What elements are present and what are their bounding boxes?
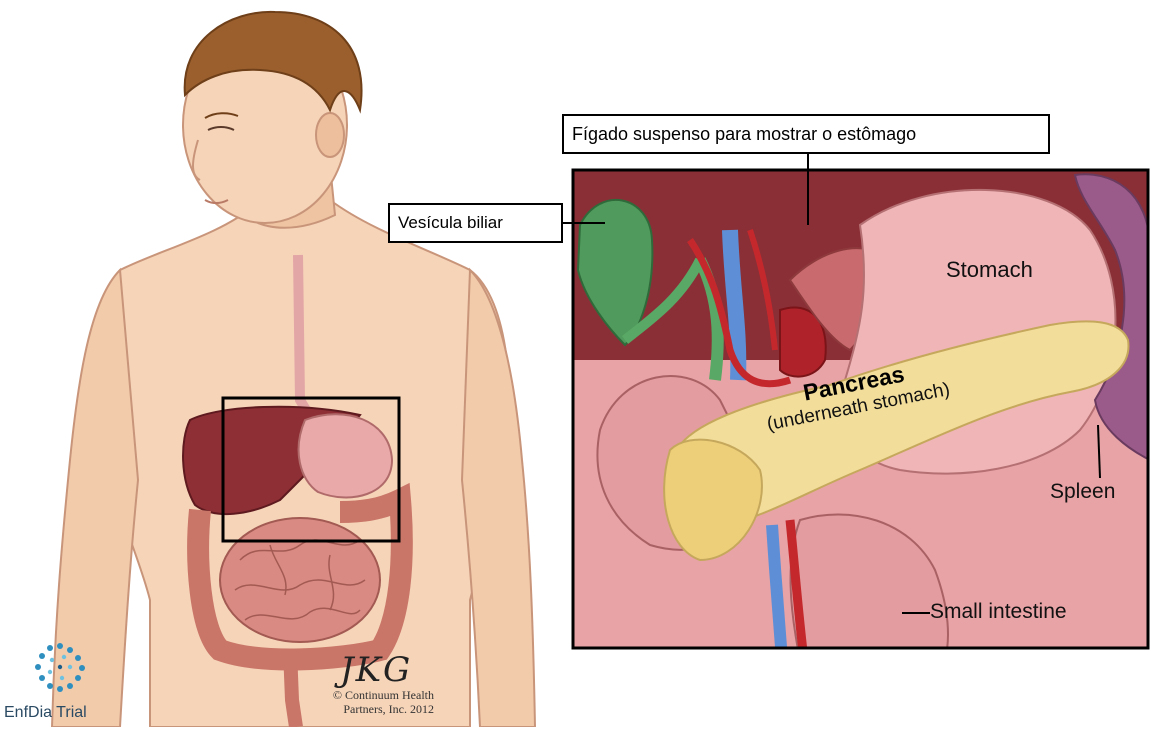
- liver-suspended-label: Fígado suspenso para mostrar o estômago: [562, 114, 1050, 154]
- copyright-credit: © Continuum Health Partners, Inc. 2012: [318, 688, 434, 716]
- rectum: [290, 650, 296, 727]
- small-intestine-mass: [220, 518, 380, 642]
- right-arm: [462, 270, 535, 727]
- spleen-label: Spleen: [1050, 480, 1115, 504]
- gallbladder-label: Vesícula biliar: [388, 203, 563, 243]
- enfdia-logo-text: EnfDia Trial: [4, 704, 87, 722]
- human-figure: [52, 12, 535, 727]
- stomach-label: Stomach: [946, 257, 1033, 283]
- artist-signature: JKG: [340, 650, 412, 690]
- copyright-line-1: © Continuum Health: [318, 688, 434, 702]
- copyright-line-2: Partners, Inc. 2012: [318, 702, 434, 716]
- ear: [316, 113, 344, 157]
- small-intestine-label: Small intestine: [930, 600, 1067, 624]
